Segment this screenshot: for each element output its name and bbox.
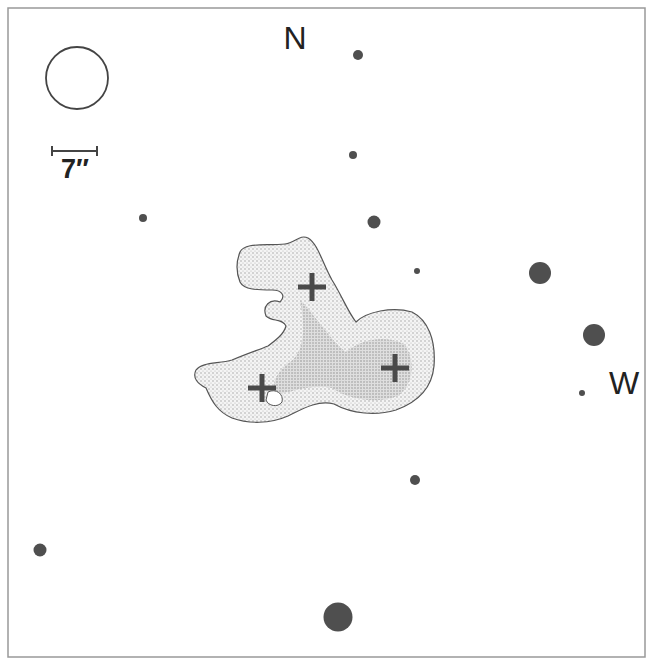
nebula-core [274, 300, 412, 400]
compass-west: W [609, 367, 639, 399]
beam-circle [46, 47, 108, 109]
chart-frame [8, 8, 645, 657]
position-crosses [248, 273, 409, 402]
nebula-hole [266, 391, 282, 406]
nebula [195, 237, 435, 422]
compass-north: N [283, 22, 306, 54]
scale-label: 7″ [61, 156, 89, 183]
scale-bar [52, 146, 97, 156]
stars [34, 50, 606, 632]
